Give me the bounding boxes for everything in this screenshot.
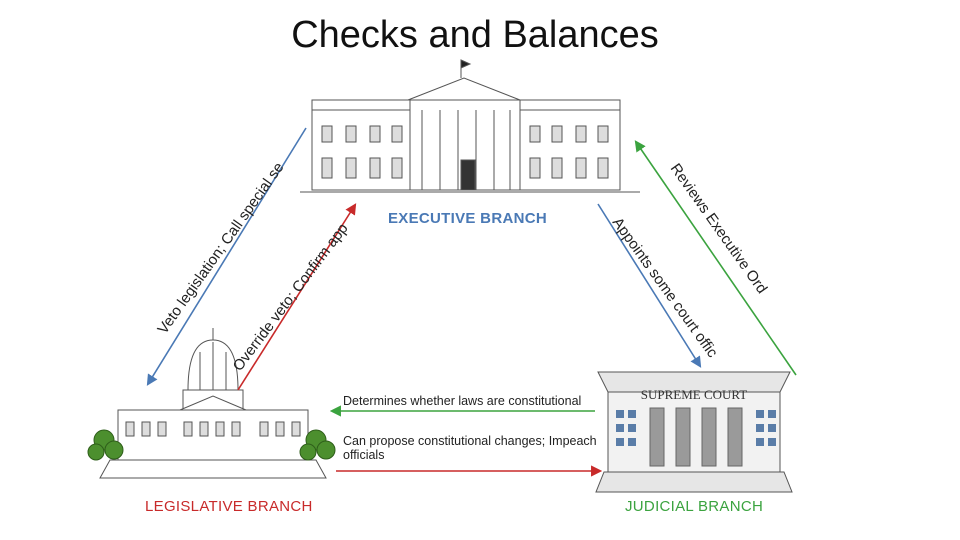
wh-pediment xyxy=(407,77,521,101)
white-house-illustration xyxy=(300,59,640,193)
capitol-illustration xyxy=(87,328,336,479)
judicial-branch-label: JUDICIAL BRANCH xyxy=(625,498,764,515)
tree-icon xyxy=(87,429,336,461)
arrow-jud-to-exec xyxy=(634,140,797,376)
check-exec-to-leg-label: Veto legislation; Call special session xyxy=(0,0,287,337)
wh-door xyxy=(460,159,476,191)
check-leg-to-jud-label: Can propose constitutional changes; Impe… xyxy=(343,434,597,462)
check-jud-to-leg-label: Determines whether laws are constitution… xyxy=(343,394,582,408)
executive-branch-label: EXECUTIVE BRANCH xyxy=(388,210,547,227)
court-steps xyxy=(595,471,793,493)
capitol-windows xyxy=(125,421,301,437)
arrow-leg-to-exec xyxy=(237,203,357,391)
legislative-branch-label: LEGISLATIVE BRANCH xyxy=(145,498,313,515)
court-facade xyxy=(607,391,781,473)
capitol-pediment xyxy=(179,395,247,411)
capitol-steps xyxy=(99,459,327,479)
court-columns xyxy=(649,407,743,467)
court-signage: SUPREME COURT xyxy=(641,387,748,402)
flag-icon xyxy=(460,59,472,69)
wh-columns xyxy=(421,110,511,190)
slide-title: Checks and Balances xyxy=(291,14,659,56)
arrow-exec-to-leg xyxy=(146,127,307,386)
capitol-dome-ribs xyxy=(199,342,227,390)
supreme-court-illustration: SUPREME COURT xyxy=(595,371,793,493)
court-windows xyxy=(616,410,776,446)
wh-windows xyxy=(321,125,609,179)
arrow-exec-to-jud xyxy=(597,203,702,368)
